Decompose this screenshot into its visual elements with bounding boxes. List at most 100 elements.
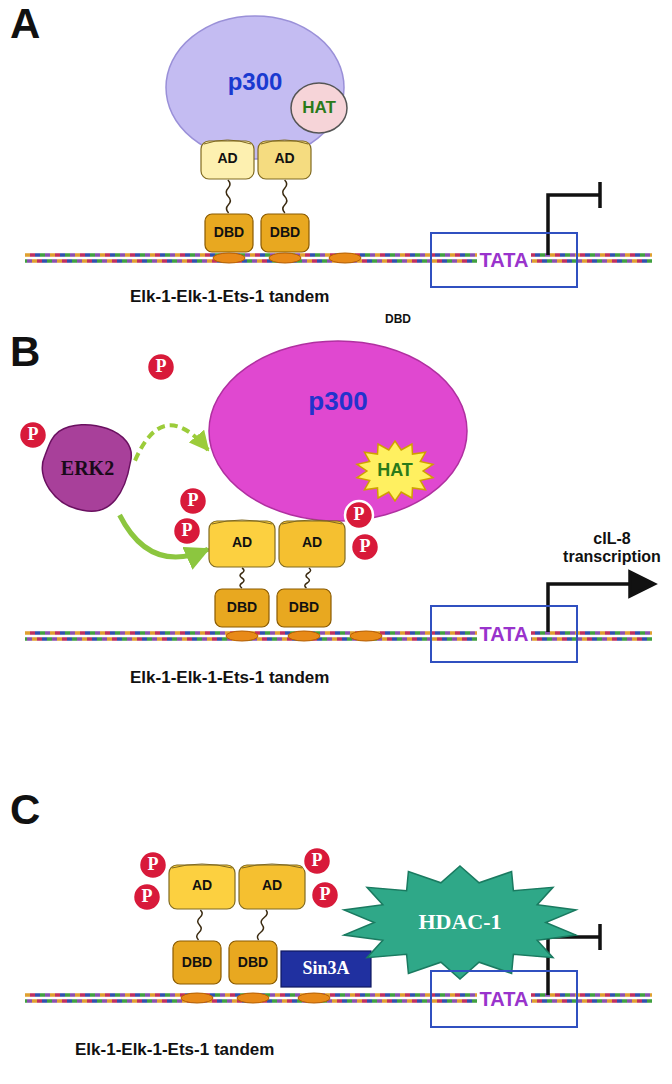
dna-strand	[25, 999, 652, 1003]
node-text: P	[148, 855, 159, 875]
node-text: p300	[308, 387, 367, 416]
node-text: ERK2	[61, 457, 114, 479]
dna-strand	[25, 631, 652, 635]
node-text: AD	[232, 535, 252, 550]
node-text: P	[188, 491, 199, 511]
dna-strand	[25, 993, 652, 997]
node-text: P	[182, 521, 193, 541]
dna-strand	[25, 637, 652, 641]
node-text: TATA	[477, 988, 532, 1010]
activation-domain: AD	[257, 138, 312, 180]
dna-binding-domain: DBD	[214, 588, 270, 628]
linker-line	[257, 910, 267, 940]
caption-label: DBD	[385, 312, 445, 326]
tata-box: TATA	[430, 605, 578, 663]
phosphate-circle: P	[172, 516, 202, 546]
dna-strand	[25, 637, 652, 641]
activation-domain: AD	[208, 518, 276, 568]
node-text: P	[312, 851, 323, 871]
node-text: DBD	[227, 600, 257, 615]
node-text: TATA	[477, 249, 532, 271]
node-text: P	[320, 885, 331, 905]
dna-strand	[25, 631, 652, 635]
dna-strand	[25, 993, 652, 997]
node-text: P	[156, 357, 167, 377]
dna-binding-domain: DBD	[228, 940, 278, 985]
panel-letter: A	[10, 0, 60, 48]
dna-strand	[25, 631, 652, 635]
kinase-blob: ERK2	[40, 420, 135, 515]
node-text: AD	[217, 151, 237, 166]
node-text: p300	[228, 69, 283, 95]
phosphate-circle: P	[350, 532, 380, 562]
node-text: AD	[274, 151, 294, 166]
node-text: P	[142, 887, 153, 907]
phosphorylation-arrow	[120, 515, 208, 557]
tata-box: TATA	[430, 232, 578, 288]
node-text: DBD	[182, 955, 212, 970]
activation-domain: AD	[278, 518, 346, 568]
dna-strands	[25, 255, 652, 1001]
dna-strand	[25, 637, 652, 641]
caption-label: Elk-1-Elk-1-Ets-1 tandem	[130, 668, 450, 688]
activation-domain: AD	[200, 138, 255, 180]
dna-binding-domain: DBD	[260, 213, 310, 253]
node-outline	[208, 340, 468, 522]
transcription-marks	[548, 182, 654, 995]
deacetylase-starburst: HDAC-1	[340, 865, 580, 980]
dna-strand	[25, 631, 652, 635]
caption-label: Elk-1-Elk-1-Ets-1 tandem	[130, 287, 450, 307]
linker-line	[305, 568, 311, 588]
phosphate-circle: P	[178, 486, 208, 516]
dna-strand	[25, 993, 652, 997]
node-text: DBD	[289, 600, 319, 615]
node-text: AD	[262, 878, 282, 893]
phosphate-circle: P	[146, 352, 176, 382]
phosphate-circle: P	[132, 882, 162, 912]
activation-domain: AD	[168, 862, 236, 910]
dna-strand	[25, 999, 652, 1003]
dna-strand	[25, 999, 652, 1003]
dna-binding-domain: DBD	[172, 940, 222, 985]
node-text: HAT	[377, 461, 413, 481]
phosphate-circle: P	[344, 500, 374, 530]
phosphorylation-arrow	[135, 425, 208, 460]
panel-letter: B	[10, 328, 60, 376]
node-text: AD	[192, 878, 212, 893]
panel-letter: C	[10, 786, 60, 834]
dna-strand	[25, 999, 652, 1003]
dna-binding-domain: DBD	[276, 588, 332, 628]
linker-line	[240, 568, 244, 588]
dna-strand	[25, 993, 652, 997]
dna-strand	[25, 637, 652, 641]
node-text: TATA	[477, 623, 532, 645]
node-text: DBD	[270, 225, 300, 240]
tata-box: TATA	[430, 970, 578, 1028]
phosphate-circle: P	[138, 850, 168, 880]
corepressor-box: Sin3A	[280, 950, 372, 988]
caption-label: cIL-8 transcription	[556, 530, 668, 566]
node-text: P	[28, 425, 39, 445]
caption-label: Elk-1-Elk-1-Ets-1 tandem	[75, 1040, 395, 1060]
dna-binding-domain: DBD	[204, 213, 254, 253]
activation-domain: AD	[238, 862, 306, 910]
dna-strand	[25, 999, 652, 1003]
protein-ellipse: p300	[208, 340, 468, 522]
dna-strand	[25, 631, 652, 635]
linker-line	[283, 180, 287, 213]
linker-line	[197, 910, 202, 940]
node-text: P	[360, 537, 371, 557]
dna-strand	[25, 637, 652, 641]
phosphate-circle: P	[18, 420, 48, 450]
node-text: HDAC-1	[418, 910, 501, 934]
enzyme-starburst: HAT	[355, 440, 435, 502]
node-text: Sin3A	[302, 959, 349, 979]
node-text: HAT	[302, 99, 336, 118]
linker-line	[226, 180, 230, 213]
node-text: DBD	[214, 225, 244, 240]
enzyme-domain: HAT	[290, 82, 348, 134]
node-text: DBD	[238, 955, 268, 970]
dna-strand	[25, 993, 652, 997]
node-text: P	[354, 505, 365, 525]
phosphate-circle: P	[302, 846, 332, 876]
